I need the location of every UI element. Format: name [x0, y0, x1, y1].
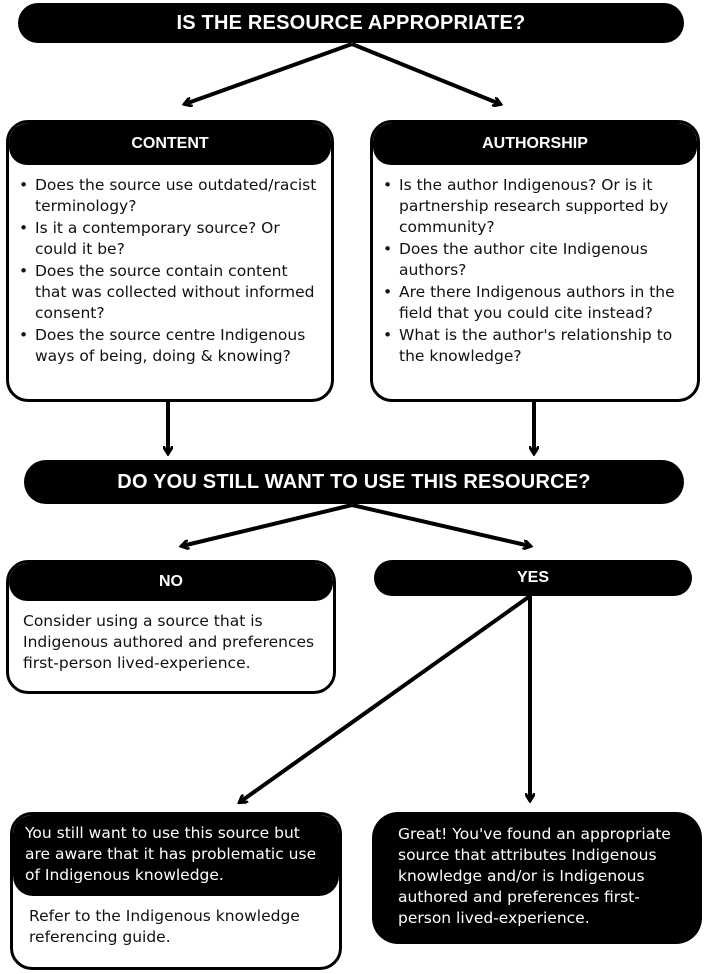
- arrow-question-to-no: [182, 503, 353, 546]
- authorship-heading: AUTHORSHIP: [373, 123, 697, 165]
- authorship-question: Does the author cite Indigenous authors?: [383, 239, 687, 281]
- content-question: Does the source use outdated/racist term…: [19, 175, 321, 217]
- authorship-box: AUTHORSHIP Is the author Indigenous? Or …: [370, 120, 700, 402]
- arrow-yes-to-problematic: [240, 594, 532, 802]
- authorship-question: What is the author's relationship to the…: [383, 325, 687, 367]
- content-question: Does the source centre Indigenous ways o…: [19, 325, 321, 367]
- yes-label: YES: [516, 569, 549, 586]
- no-heading: NO: [9, 563, 333, 601]
- decision-question-banner: DO YOU STILL WANT TO USE THIS RESOURCE?: [24, 460, 684, 504]
- yes-banner: YES: [374, 560, 692, 596]
- authorship-question: Is the author Indigenous? Or is it partn…: [383, 175, 687, 238]
- appropriate-source-box: Great! You've found an appropriate sourc…: [372, 812, 702, 944]
- arrow-question-to-yes: [351, 503, 530, 546]
- problematic-use-text: You still want to use this source but ar…: [13, 815, 339, 896]
- authorship-question: Are there Indigenous authors in the fiel…: [383, 282, 687, 324]
- no-advice-text: Consider using a source that is Indigeno…: [23, 612, 315, 672]
- arrow-title-to-authorship: [351, 42, 500, 104]
- problematic-use-box: You still want to use this source but ar…: [10, 812, 342, 970]
- authorship-question-list: Is the author Indigenous? Or is it partn…: [373, 165, 697, 367]
- referencing-guide-text: Refer to the Indigenous knowledge refere…: [29, 907, 300, 946]
- content-heading: CONTENT: [9, 123, 331, 165]
- content-question: Is it a contemporary source? Or could it…: [19, 218, 321, 260]
- arrow-title-to-content: [185, 42, 353, 104]
- content-question: Does the source contain content that was…: [19, 261, 321, 324]
- title-banner: IS THE RESOURCE APPROPRIATE?: [18, 3, 684, 43]
- appropriate-source-text: Great! You've found an appropriate sourc…: [398, 825, 671, 927]
- no-box: NO Consider using a source that is Indig…: [6, 560, 336, 694]
- content-question-list: Does the source use outdated/racist term…: [9, 165, 331, 367]
- title-text: IS THE RESOURCE APPROPRIATE?: [176, 11, 526, 34]
- decision-question-text: DO YOU STILL WANT TO USE THIS RESOURCE?: [117, 470, 591, 493]
- content-box: CONTENT Does the source use outdated/rac…: [6, 120, 334, 402]
